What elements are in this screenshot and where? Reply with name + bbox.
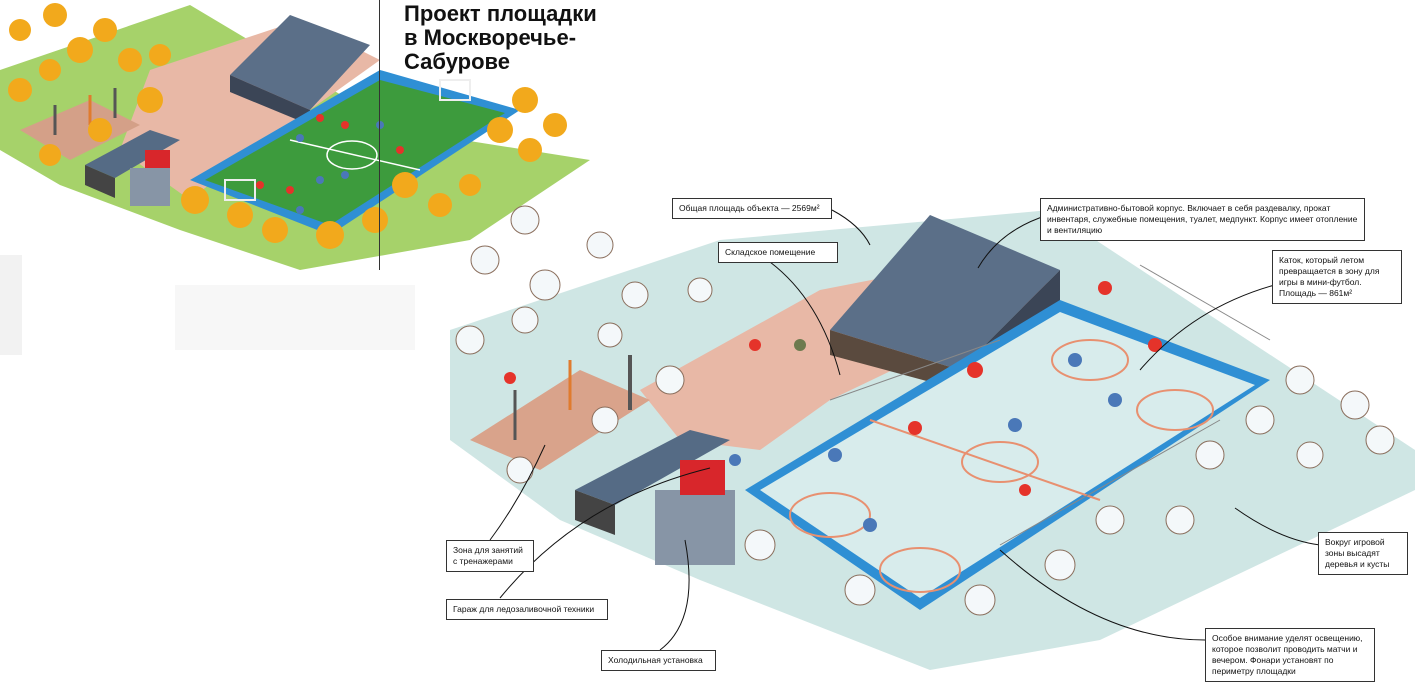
page-title-line: в Москворечье-	[404, 25, 577, 50]
callout-storage: Складское помещение	[718, 242, 838, 263]
summer-pitch	[205, 80, 505, 225]
callout-total-area: Общая площадь объекта — 2569м²	[672, 198, 832, 219]
callout-trainers: Зона для занятий с тренажерами	[446, 540, 534, 572]
hockey-players	[828, 281, 1162, 532]
faceoff-circle	[961, 441, 1039, 483]
summer-goal	[439, 79, 471, 101]
callout-garage: Гараж для ледозаливочной техники	[446, 599, 608, 620]
callout-cooling: Холодильная установка	[601, 650, 716, 671]
callout-admin-building: Административно-бытовой корпус. Включает…	[1040, 198, 1365, 241]
summer-icemachine	[145, 150, 170, 168]
summer-building-roof	[230, 15, 370, 110]
callout-lighting: Особое внимание уделят освещению, которо…	[1205, 628, 1375, 682]
spectator	[794, 339, 806, 351]
faceoff-circle	[879, 547, 961, 593]
center-line	[869, 419, 1101, 501]
summer-players	[256, 114, 404, 214]
summer-garage-roof	[85, 130, 180, 178]
winter-garage-wall	[575, 490, 615, 535]
winter-icemachine	[680, 460, 725, 495]
spectator	[749, 339, 761, 351]
worker	[729, 454, 741, 466]
page-title-line: Сабурове	[404, 49, 510, 74]
winter-building-roof	[830, 215, 1060, 370]
page-title-line: Проект площадки	[404, 1, 597, 26]
fence	[1139, 264, 1271, 341]
faceoff-circle	[789, 492, 871, 538]
winter-cooling-unit	[655, 490, 735, 565]
summer-center-line	[289, 139, 421, 171]
winter-rink-ice	[760, 312, 1255, 598]
faceoff-circle	[1051, 339, 1129, 381]
page-edge-fragment	[175, 285, 415, 350]
callout-rink: Каток, который летом превращается в зону…	[1272, 250, 1402, 304]
winter-trainer-pad	[470, 370, 650, 470]
summer-goal	[224, 179, 256, 201]
fence	[999, 419, 1221, 546]
summer-trees	[8, 3, 567, 249]
page-edge-fragment	[0, 255, 22, 355]
faceoff-circle	[1136, 389, 1214, 431]
summer-center-circle	[326, 140, 378, 170]
summer-scene-illustration	[0, 3, 590, 270]
fence	[829, 339, 1001, 401]
callout-trees: Вокруг игровой зоны высадят деревья и ку…	[1318, 532, 1408, 575]
trainer-person	[504, 372, 516, 384]
winter-building-wall	[830, 330, 960, 390]
summer-cooling-unit	[130, 168, 170, 206]
page-title: Проект площадки в Москворечье- Сабурове	[404, 2, 634, 74]
winter-trees	[455, 205, 1395, 616]
winter-garage-roof	[575, 430, 730, 505]
summer-building-wall	[230, 75, 310, 125]
vertical-divider	[379, 0, 380, 270]
summer-garage-wall	[85, 165, 115, 198]
